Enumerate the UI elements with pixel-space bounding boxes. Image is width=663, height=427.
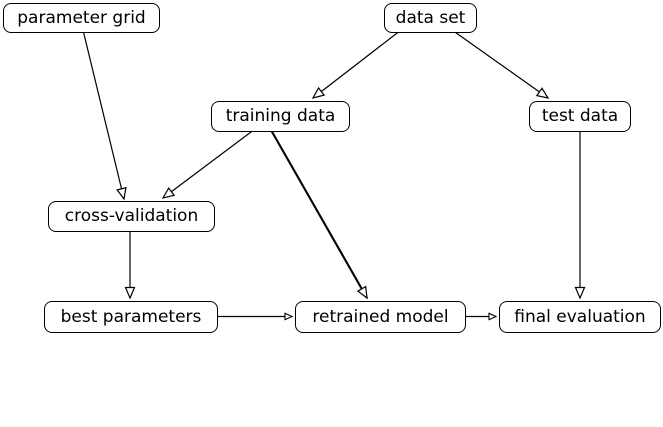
edge-parameter-grid-to-cross-validation [82, 29, 127, 201]
node-label: data set [395, 7, 466, 28]
node-label: final evaluation [514, 306, 646, 327]
node-data-set: data set [384, 3, 477, 33]
edge-training-data-to-retrained-model [270, 129, 368, 300]
edge-training-data-to-cross-validation [161, 128, 256, 199]
node-final-evaluation: final evaluation [499, 301, 661, 333]
node-label: parameter grid [17, 7, 146, 28]
node-label: training data [225, 106, 336, 126]
node-best-parameters: best parameters [44, 301, 218, 333]
node-training-data: training data [211, 101, 350, 132]
node-retrained-model: retrained model [295, 301, 466, 333]
node-label: cross-validation [64, 206, 199, 226]
node-label: best parameters [60, 306, 202, 327]
node-label: retrained model [312, 306, 449, 327]
edge-data-set-to-training-data [311, 29, 402, 99]
node-label: test data [541, 106, 619, 126]
node-test-data: test data [529, 101, 631, 132]
node-parameter-grid: parameter grid [3, 3, 160, 33]
node-cross-validation: cross-validation [48, 201, 215, 232]
edge-data-set-to-test-data [451, 29, 550, 99]
